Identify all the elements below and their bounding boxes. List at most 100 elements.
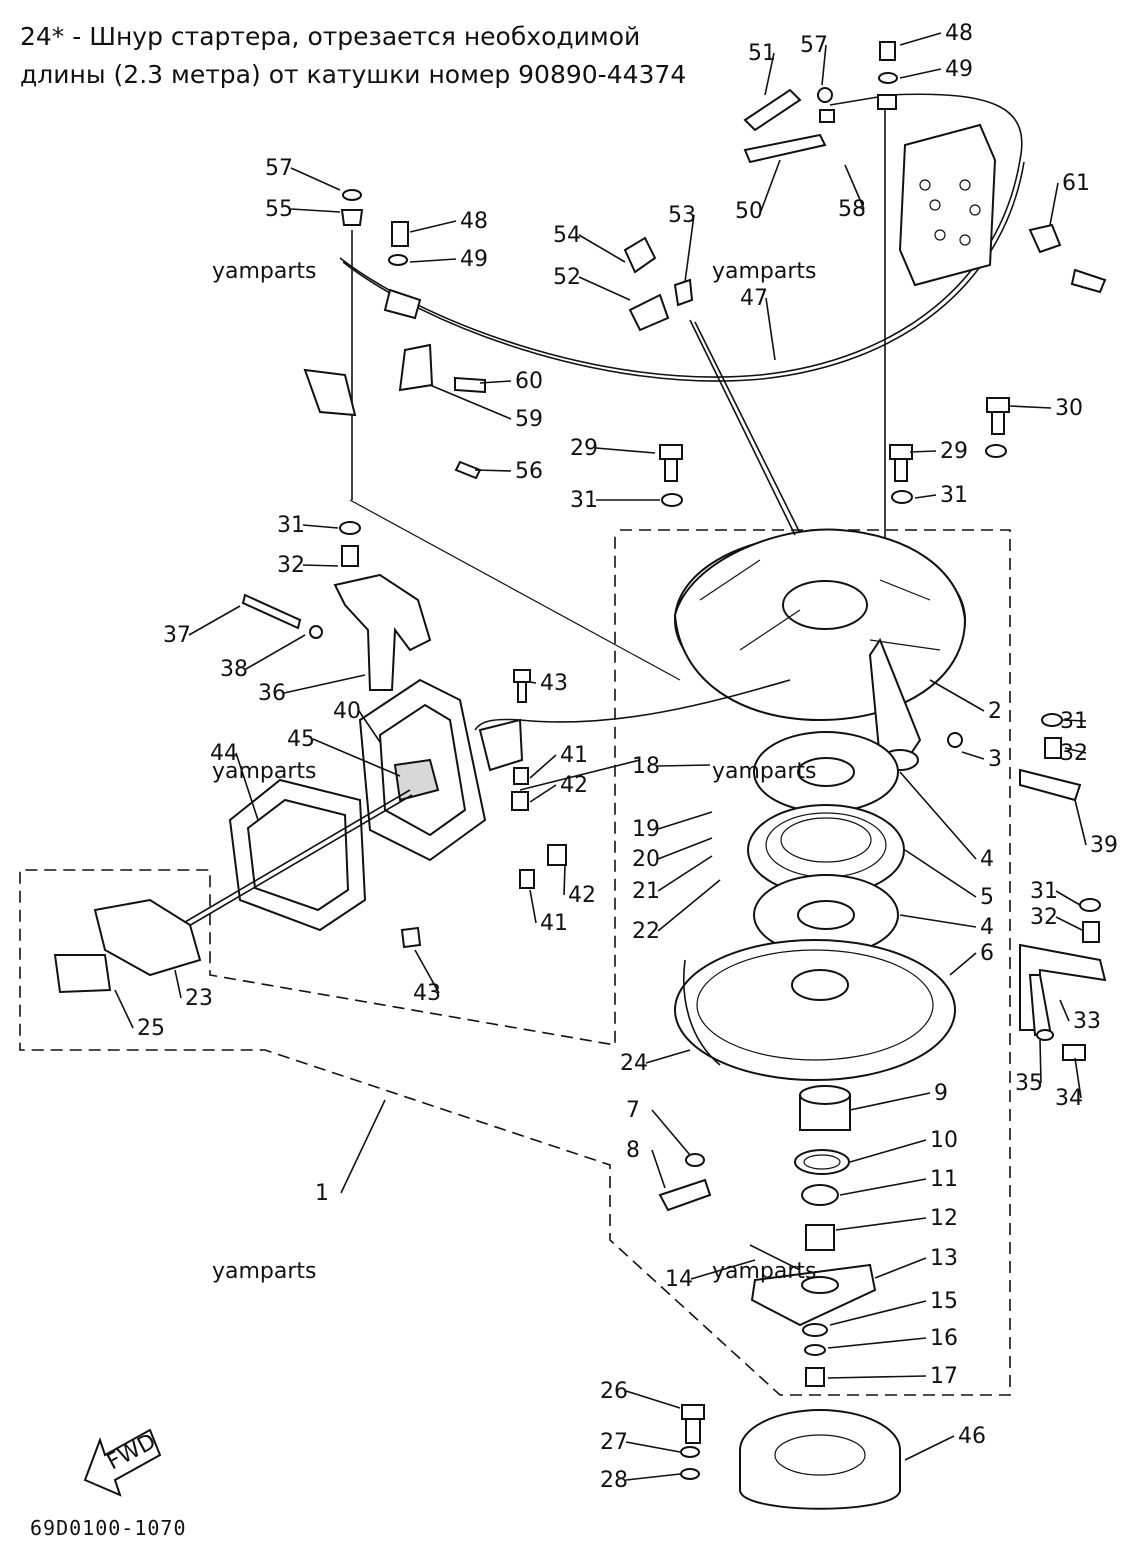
bracket-36 [241,573,432,691]
callout-45: 45 [287,727,315,752]
callout-19: 19 [632,817,660,842]
leader-line [904,849,977,898]
callout-47: 47 [740,286,768,311]
leader-line [764,52,775,96]
leader-line [1055,890,1081,906]
callout-12: 12 [930,1206,958,1231]
callout-9: 9 [934,1081,948,1106]
leader-line [839,1178,927,1196]
leader-line [899,32,942,46]
assembly-outline [19,529,1011,1396]
leader-line [827,1375,927,1379]
leader-line [835,1217,927,1231]
leader-line [657,837,713,860]
callout-15: 15 [930,1289,958,1314]
callout-41: 41 [540,911,568,936]
leader-line [595,447,656,454]
callout-25: 25 [137,1016,165,1041]
callout-34: 34 [1055,1086,1083,1111]
leader-line [651,1149,666,1189]
callout-20: 20 [632,847,660,872]
leader-line [827,1337,927,1349]
small-parts-top [303,41,1107,480]
callout-43: 43 [540,671,568,696]
leader-line [235,752,259,821]
callout-37: 37 [163,623,191,648]
leader-line [899,914,977,928]
leader-line [625,1473,681,1481]
callout-14: 14 [665,1267,693,1292]
leader-line [844,164,865,210]
leader-line [821,44,827,86]
leader-line [1055,916,1083,931]
callout-46: 46 [958,1424,986,1449]
leader-line [657,855,713,892]
callout-31: 31 [1030,879,1058,904]
callout-17: 17 [930,1364,958,1389]
leader-line [290,208,341,213]
callout-48: 48 [945,21,973,46]
callout-7: 7 [626,1098,640,1123]
callout-30: 30 [1055,396,1083,421]
callout-44: 44 [210,741,238,766]
callout-51: 51 [748,41,776,66]
note-line-2: длины (2.3 метра) от катушки номер 90890… [20,60,687,89]
fasteners [339,397,1101,949]
callout-32: 32 [277,553,305,578]
callout-57: 57 [265,156,293,181]
callout-2: 2 [988,699,1002,724]
callout-28: 28 [600,1468,628,1493]
callout-54: 54 [553,223,581,248]
rope-path [349,319,801,791]
starter-housing [673,528,967,772]
leader-line [529,784,557,803]
watermark-6: yamparts [712,1259,817,1284]
leader-line [690,1259,756,1280]
callout-32: 32 [1030,905,1058,930]
callout-31: 31 [940,483,968,508]
leader-line [409,220,457,233]
callout-3: 3 [988,747,1002,772]
spring-and-reel [674,731,956,1081]
callout-21: 21 [632,879,660,904]
leader-line [174,969,182,999]
callout-16: 16 [930,1326,958,1351]
leader-line [1074,799,1087,846]
leader-line [245,634,306,670]
leader-line [479,380,512,384]
callout-5: 5 [980,885,994,910]
callout-13: 13 [930,1246,958,1271]
leader-line [899,771,977,860]
lower-stack [658,1085,877,1387]
leader-line [529,754,557,779]
note-text: 24* - Шнур стартера, отрезается необходи… [20,18,686,94]
leader-line [474,469,512,472]
diagram-code: 69D0100-1070 [30,1516,187,1540]
leader-line [929,679,985,712]
leader-line [529,681,537,684]
callout-42: 42 [568,883,596,908]
leader-line [914,494,937,499]
callout-52: 52 [553,265,581,290]
watermark-5: yamparts [212,1259,317,1284]
callout-49: 49 [460,247,488,272]
leader-line [302,524,339,529]
leader-line [1049,182,1059,226]
right-brackets [1019,768,1107,1061]
leader-line [563,864,566,896]
callout-18: 18 [632,754,660,779]
callout-42: 42 [560,773,588,798]
leader-line [414,949,440,994]
callout-8: 8 [626,1138,640,1163]
leader-lines [114,32,1087,1481]
leader-line [760,159,781,212]
leader-line [849,1139,927,1163]
leader-line [188,605,241,636]
leader-line [961,751,985,760]
callout-49: 49 [945,57,973,82]
leader-line [1061,719,1087,722]
callout-31: 31 [1060,709,1088,734]
